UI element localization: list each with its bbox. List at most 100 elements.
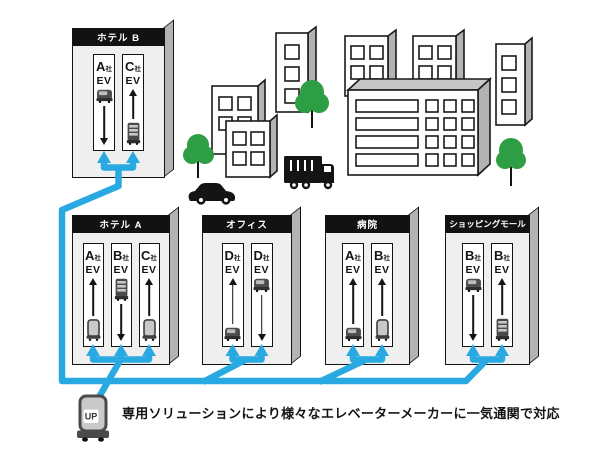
elevator-company-label: B社 EV (465, 248, 481, 276)
elevator-company-label: B社 EV (494, 248, 510, 276)
robot-tall-icon (142, 319, 156, 341)
ev-label: EV (253, 264, 269, 276)
up-arrow-icon (143, 279, 155, 316)
ev-label: EV (345, 264, 361, 276)
up-arrow-icon (87, 279, 99, 316)
elevator-company-label: B社 EV (113, 248, 129, 276)
elevator-shaft: B社 EV (462, 243, 484, 347)
building-shopping-mall: ショッピングモール B社 EV B社 EV (445, 206, 539, 365)
robot-shelf-icon (126, 122, 140, 145)
maker-letter: B (113, 248, 123, 263)
up-robot-label: UP (85, 412, 98, 422)
elevator-shaft: B社 EV (110, 243, 132, 347)
maker-letter: A (345, 248, 355, 263)
elevator-company-label: A社 EV (345, 248, 361, 276)
maker-letter: A (96, 59, 106, 74)
elevator-shaft: C社 EV (122, 54, 144, 151)
building-name-plate: ホテル B (72, 28, 165, 46)
elevator-shaft: D社 EV (221, 243, 244, 347)
up-arrow-icon (496, 279, 508, 315)
maker-suffix: 社 (122, 255, 129, 262)
building-name: ホテル B (96, 33, 140, 44)
maker-suffix: 社 (503, 255, 510, 262)
up-arrow-icon (127, 90, 139, 119)
maker-suffix: 社 (474, 255, 481, 262)
maker-suffix: 社 (134, 66, 141, 73)
up-robot-icon: UP (77, 394, 109, 442)
link-trunk (58, 167, 490, 385)
up-arrow-icon (227, 279, 239, 324)
maker-letter: B (374, 248, 384, 263)
up-arrow-icon (376, 279, 388, 316)
robot-cart-icon (224, 327, 241, 341)
elevator-company-label: D社 EV (254, 248, 270, 276)
truck-icon (284, 156, 334, 190)
elevator-shaft: A社 EV (93, 54, 115, 151)
robot-cart-icon (344, 327, 362, 341)
elevator-company-label: A社 EV (96, 59, 112, 87)
ev-label: EV (494, 264, 510, 276)
building-name: オフィス (226, 220, 268, 231)
down-arrow-icon (467, 294, 479, 341)
elevator-shaft: A社 EV (82, 243, 104, 347)
narrow-tower-right (495, 36, 533, 127)
building-name-plate: ホテル A (72, 215, 170, 233)
robot-shelf-icon (495, 318, 509, 341)
building-name: ホテル A (99, 220, 143, 231)
building-name-plate: オフィス (202, 215, 292, 233)
maker-letter: D (224, 248, 234, 263)
maker-suffix: 社 (354, 255, 361, 262)
small-building-front (225, 113, 278, 179)
maker-suffix: 社 (94, 255, 101, 262)
up-arrow-icon (347, 279, 359, 324)
elevator-company-label: C社 EV (141, 248, 157, 276)
elevator-company-label: C社 EV (125, 59, 141, 87)
tree-icon-center (295, 80, 329, 128)
caption-text: 専用ソリューションにより様々なエレベーターメーカーに一気通関で対応 (122, 406, 560, 421)
robot-shelf-icon (114, 278, 128, 301)
elevator-company-label: D社 EV (225, 248, 241, 276)
building-front-face (445, 215, 530, 365)
car-icon (188, 183, 236, 205)
maker-letter: B (494, 248, 504, 263)
robot-cart-icon (95, 89, 113, 103)
down-arrow-icon (115, 303, 127, 341)
link-hotel-b-split (100, 161, 137, 171)
tree-icon-right (496, 138, 526, 186)
building-office: オフィス D社 EV D社 EV (202, 206, 301, 365)
maker-letter: D (253, 248, 263, 263)
maker-letter: A (85, 248, 95, 263)
elevator-shaft: B社 EV (491, 243, 513, 347)
robot-tall-icon (86, 319, 100, 341)
ev-label: EV (113, 264, 129, 276)
link-mall-split (469, 354, 506, 363)
building-name-plate: 病院 (325, 215, 410, 233)
down-arrow-icon (98, 105, 110, 145)
background-buildings (211, 25, 533, 179)
building-name: ショッピングモール (449, 219, 526, 229)
elevator-shaft: A社 EV (342, 243, 364, 347)
maker-suffix: 社 (150, 255, 157, 262)
elevator-shaft: B社 EV (371, 243, 393, 347)
maker-letter: C (141, 248, 151, 263)
ev-label: EV (465, 264, 481, 276)
maker-letter: B (465, 248, 475, 263)
link-hospital-split (349, 354, 386, 363)
ev-label: EV (224, 264, 240, 276)
building-hospital: 病院 A社 EV B社 EV (325, 206, 419, 365)
ev-label: EV (125, 75, 141, 87)
link-office-split (229, 354, 265, 363)
tree-icons (183, 80, 526, 186)
wide-building (345, 77, 493, 177)
elevator-company-label: B社 EV (374, 248, 390, 276)
maker-letter: C (125, 59, 135, 74)
building-hotel-a: ホテル A A社 EV B社 EV C社 (72, 206, 179, 365)
maker-suffix: 社 (383, 255, 390, 262)
building-name: 病院 (356, 220, 378, 231)
ev-label: EV (141, 264, 157, 276)
robot-cart-icon (253, 278, 270, 292)
blue-arrowheads (86, 151, 509, 356)
